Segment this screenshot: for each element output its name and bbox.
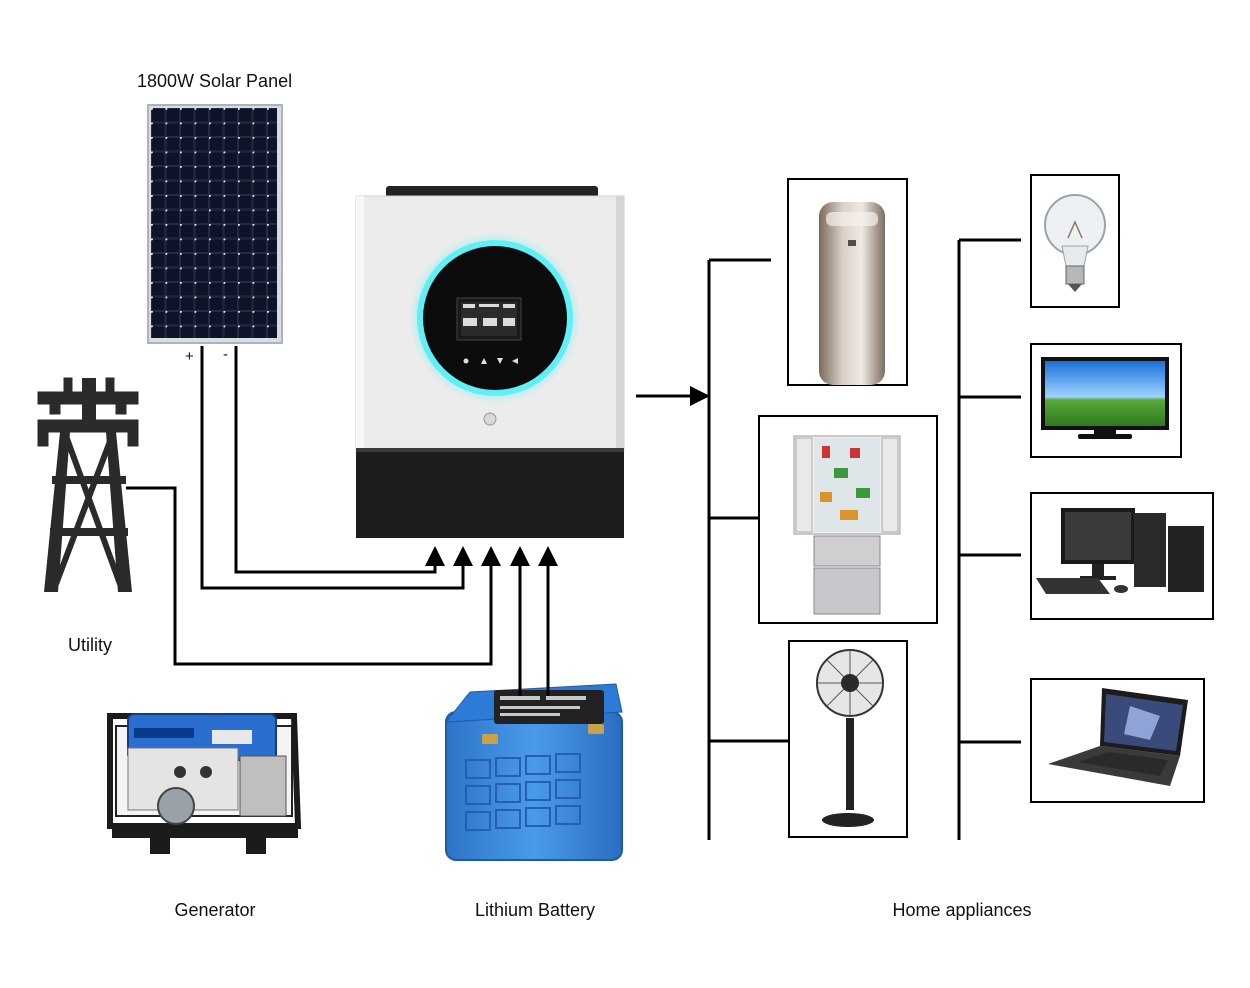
output-wires: [636, 238, 1021, 840]
battery-label: Lithium Battery: [474, 900, 596, 920]
solar-positive-terminal: +: [185, 348, 194, 365]
generator-label: Generator: [174, 900, 256, 920]
desktop-computer-icon: [1036, 508, 1204, 594]
lithium-battery-icon: [444, 683, 623, 861]
fan-icon: [816, 649, 884, 827]
refrigerator-icon: [793, 435, 901, 615]
solar-panel-label: 1800W Solar Panel: [137, 71, 293, 91]
laptop-icon: [1048, 688, 1188, 786]
output-arrowhead: [690, 386, 710, 406]
home-appliances-label: Home appliances: [892, 900, 1032, 920]
air-conditioner-icon: [819, 202, 885, 385]
input-arrowheads: [425, 546, 558, 566]
television-icon: [1041, 357, 1169, 439]
solar-negative-terminal: -: [223, 346, 228, 363]
light-bulb-icon: [1044, 194, 1106, 292]
utility-tower-icon: [37, 377, 139, 592]
solar-panel-icon: [147, 104, 283, 344]
generator-icon: [107, 713, 302, 854]
utility-label: Utility: [68, 635, 112, 655]
hybrid-inverter-icon: [355, 186, 625, 538]
